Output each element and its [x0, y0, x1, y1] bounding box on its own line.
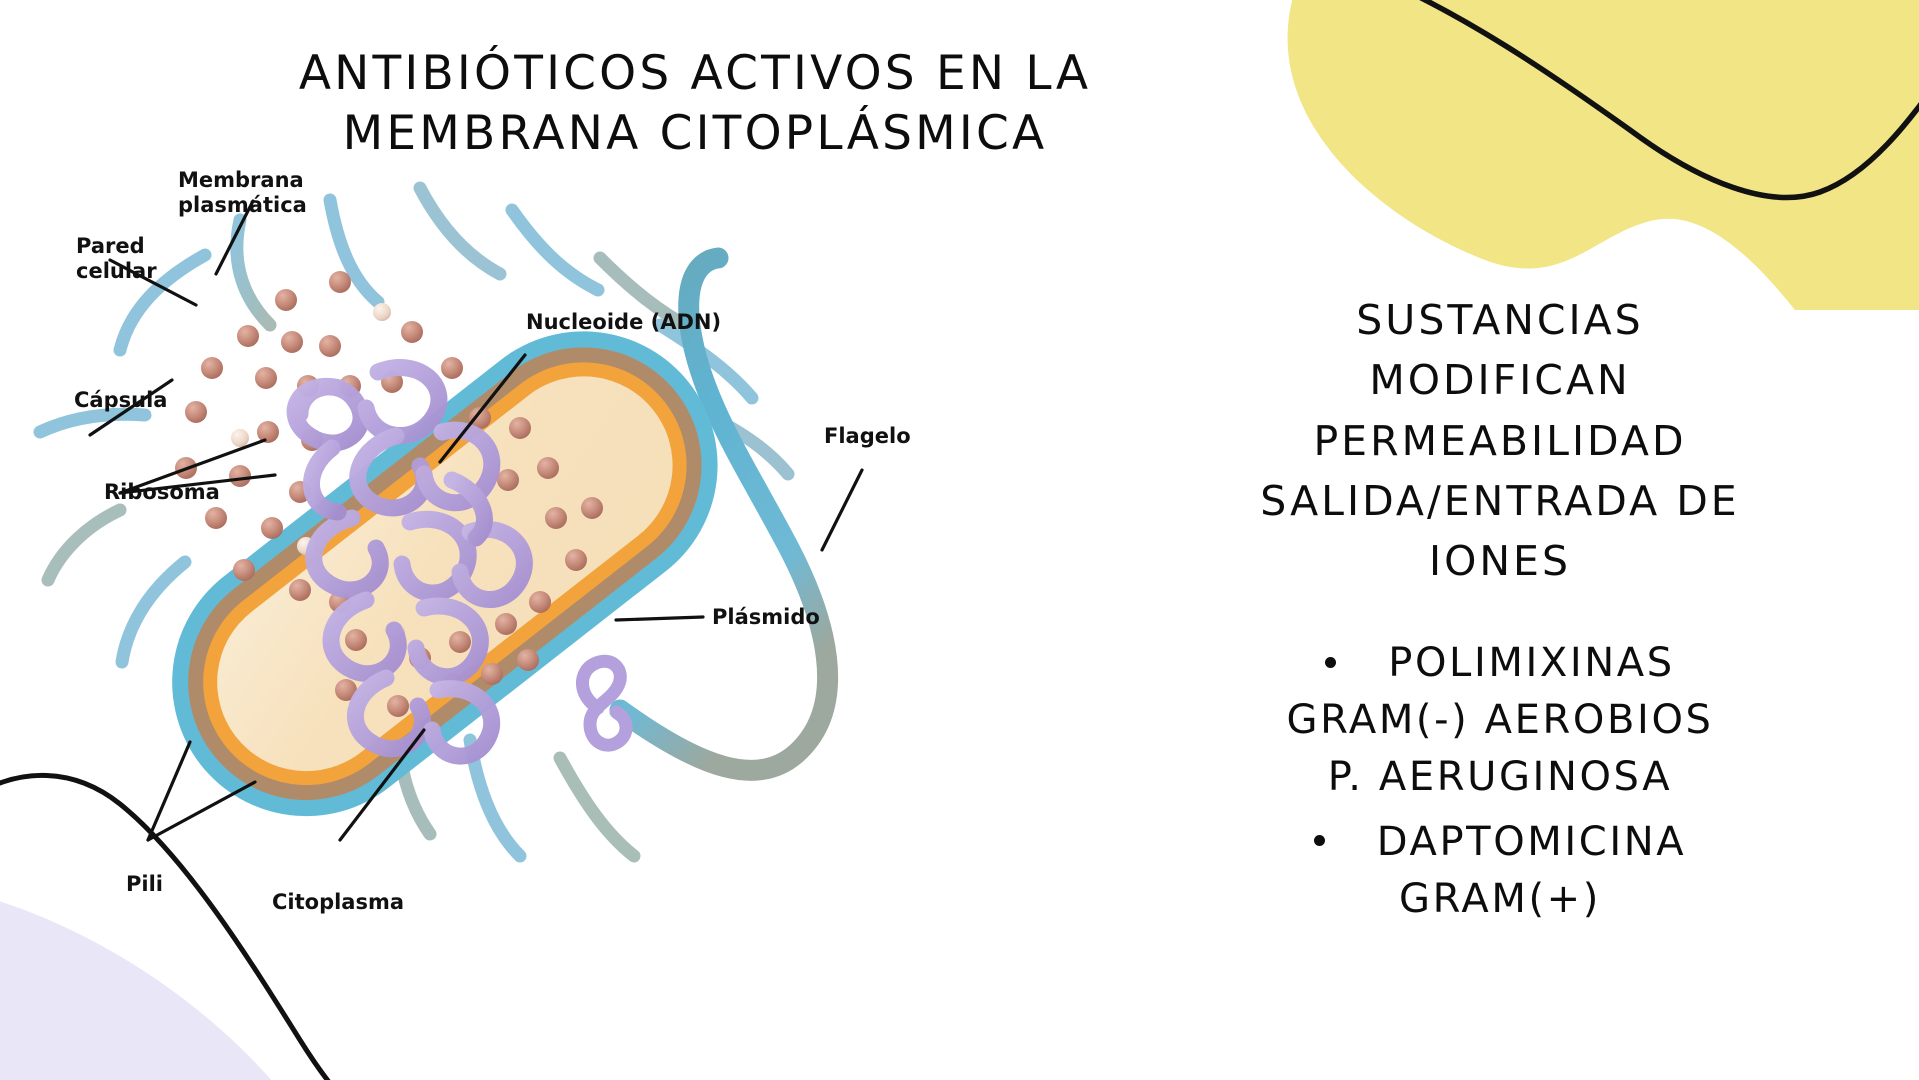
bullet-head-text: POLIMIXINAS [1388, 640, 1675, 687]
list-item: POLIMIXINAS GRAM(-) AEROBIOS P. AERUGINO… [1160, 635, 1840, 805]
list-item: DAPTOMICINA GRAM(+) [1160, 814, 1840, 928]
lead-paragraph-line-2: MODIFICAN [1369, 356, 1631, 405]
label-pared-celular-line1: Pared [76, 234, 145, 258]
page-title: ANTIBIÓTICOS ACTIVOS EN LA MEMBRANA CITO… [180, 44, 1210, 163]
label-flagelo: Flagelo [824, 424, 911, 448]
bullet-item-head-wrapper: DAPTOMICINA [1160, 814, 1840, 871]
top-curve-line-decoration [1419, 0, 1919, 201]
lead-paragraph: SUSTANCIAS MODIFICAN PERMEABILIDAD SALID… [1160, 290, 1840, 591]
bacteria-illustration [33, 181, 864, 863]
bullet-sub-text-1: GRAM(+) [1399, 875, 1601, 922]
label-membrana-plasmatica: Membrana plasmática [178, 168, 307, 218]
bullet-head-text: DAPTOMICINA [1376, 818, 1687, 865]
label-citoplasma: Citoplasma [272, 890, 405, 914]
label-plasmido: Plásmido [712, 605, 820, 629]
flagellum-path [609, 247, 838, 781]
leader-flagelo [820, 468, 864, 552]
lead-paragraph-line-3: PERMEABILIDAD [1313, 416, 1687, 465]
label-pared-celular-line2: celular [76, 258, 157, 283]
leader-citoplasma [338, 728, 426, 842]
label-nucleoide: Nucleoide (ADN) [526, 310, 722, 334]
leader-pared-celular [108, 258, 198, 307]
leader-ribosoma-a [118, 438, 267, 495]
bullet-sub-text-2: P. AERUGINOSA [1327, 753, 1673, 800]
lead-paragraph-line-4: SALIDA/ENTRADA DE [1260, 476, 1740, 525]
antibiotic-bullet-list: POLIMIXINAS GRAM(-) AEROBIOS P. AERUGINO… [1160, 635, 1840, 927]
leader-pili-a [146, 740, 192, 842]
bacteria-diagram: Membrana plasmática Pared celular Cápsul… [0, 150, 1120, 930]
lead-paragraph-line-5: IONES [1429, 537, 1571, 586]
bullet-sub-text-1: GRAM(-) AEROBIOS [1286, 697, 1714, 744]
plasmid-loop [576, 654, 633, 752]
label-membrana-plasmatica-line2: plasmática [178, 192, 307, 217]
page-title-line-1: ANTIBIÓTICOS ACTIVOS EN LA [298, 46, 1092, 101]
nucleoid-dna [286, 359, 533, 765]
leader-membrana-plasmatica [214, 199, 255, 276]
label-pili: Pili [126, 872, 163, 896]
leader-nucleoide [438, 353, 527, 464]
right-text-column: SUSTANCIAS MODIFICAN PERMEABILIDAD SALID… [1160, 290, 1840, 935]
lead-paragraph-line-1: SUSTANCIAS [1356, 296, 1644, 344]
leader-plasmido [614, 615, 705, 622]
label-pared-celular: Pared celular [76, 234, 157, 284]
leader-ribosoma-b [118, 473, 277, 495]
bullet-item-head-wrapper: POLIMIXINAS [1160, 635, 1840, 692]
bullet-dot-icon [1313, 835, 1325, 847]
leader-pili-b [146, 780, 257, 842]
label-membrana-plasmatica-line1: Membrana [178, 168, 304, 192]
cytoplasm-layer [217, 376, 673, 772]
yellow-blob-decoration [1287, 0, 1919, 310]
label-capsula: Cápsula [74, 388, 168, 412]
label-ribosoma: Ribosoma [104, 480, 220, 504]
bullet-dot-icon [1325, 656, 1337, 668]
page-title-line-2: MEMBRANA CITOPLÁSMICA [342, 105, 1048, 161]
leader-capsula [88, 378, 174, 437]
